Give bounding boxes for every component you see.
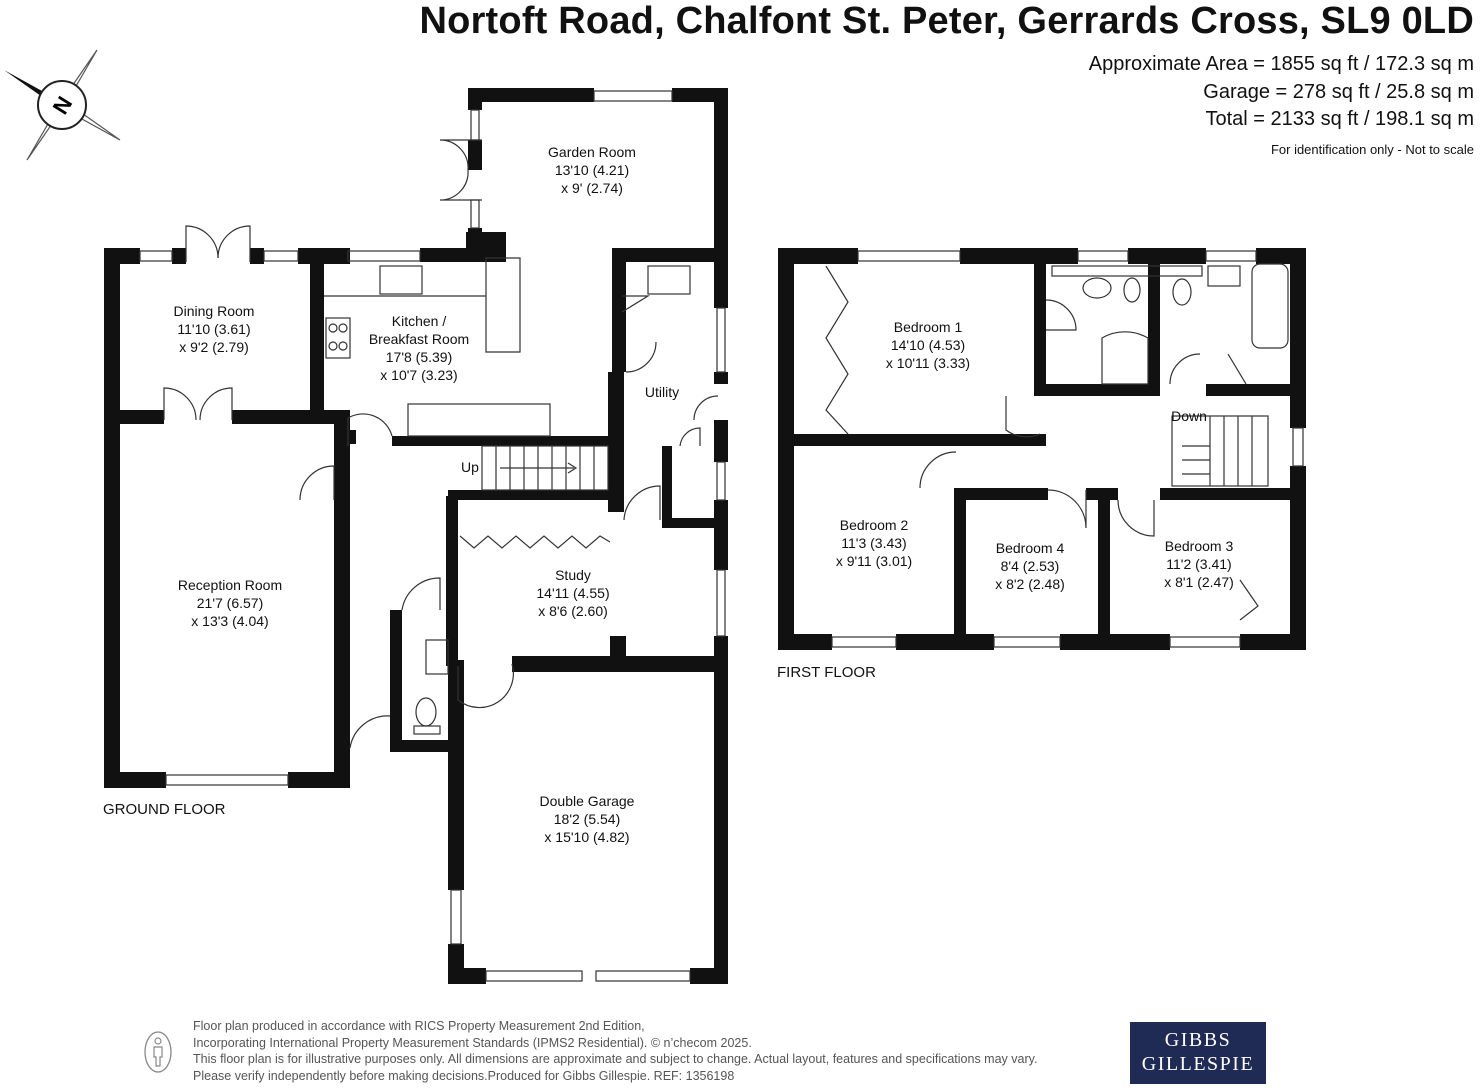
disclaimer-line-4: Please verify independently before makin…: [193, 1068, 735, 1083]
bedroom-4-dim1: 8'4 (2.53): [1001, 558, 1060, 574]
disclaimer-text: Floor plan produced in accordance with R…: [193, 1018, 1037, 1084]
disclaimer-line-2: Incorporating International Property Mea…: [193, 1035, 752, 1050]
disclaimer-line-3: This floor plan is for illustrative purp…: [193, 1052, 1038, 1066]
agent-logo: GIBBS GILLESPIE: [1130, 1022, 1266, 1084]
dining-room-dim2: x 9'2 (2.79): [179, 339, 249, 355]
bedroom-2-dim1: 11'3 (3.43): [841, 535, 906, 551]
person-info-icon: [144, 1031, 172, 1073]
dining-room-dim1: 11'10 (3.61): [177, 321, 250, 337]
bedroom-3-name: Bedroom 3: [1165, 538, 1234, 554]
bedroom-1-dim2: x 10'11 (3.33): [886, 355, 970, 371]
agent-logo-line-2: GILLESPIE: [1141, 1053, 1255, 1075]
garage-area-text: Garage = 278 sq ft / 25.8 sq m: [1203, 81, 1474, 103]
garden-room-name: Garden Room: [548, 144, 636, 160]
stairs-down-label: Down: [1171, 408, 1207, 424]
bedroom-3-dim1: 11'2 (3.41): [1166, 556, 1231, 572]
bedroom-2-label: Bedroom 2 11'3 (3.43) x 9'11 (3.01): [836, 517, 912, 569]
reception-room-name: Reception Room: [178, 577, 282, 593]
ground-floor-label: GROUND FLOOR: [103, 801, 226, 818]
property-address-title: Nortoft Road, Chalfont St. Peter, Gerrar…: [419, 0, 1474, 42]
kitchen-label: Kitchen / Breakfast Room 17'8 (5.39) x 1…: [369, 313, 469, 383]
ground-floor-walls: [104, 88, 728, 984]
ground-floor-details: [139, 90, 726, 982]
garden-room-dim1: 13'10 (4.21): [555, 162, 629, 178]
double-garage-dim1: 18'2 (5.54): [554, 811, 621, 827]
first-floor-label: FIRST FLOOR: [777, 664, 876, 681]
kitchen-name-2: Breakfast Room: [369, 331, 469, 347]
kitchen-dim2: x 10'7 (3.23): [380, 367, 457, 383]
dining-room-name: Dining Room: [174, 303, 255, 319]
stairs-up-label: Up: [461, 459, 479, 475]
utility-label: Utility: [645, 384, 679, 400]
bedroom-4-dim2: x 8'2 (2.48): [995, 576, 1065, 592]
garden-room-label: Garden Room 13'10 (4.21) x 9' (2.74): [548, 144, 636, 196]
disclaimer-line-1: Floor plan produced in accordance with R…: [193, 1019, 645, 1033]
total-area-text: Total = 2133 sq ft / 198.1 sq m: [1205, 108, 1475, 130]
bedroom-2-dim2: x 9'11 (3.01): [836, 553, 912, 569]
kitchen-name: Kitchen /: [392, 313, 447, 329]
double-garage-name: Double Garage: [540, 793, 635, 809]
reception-room-label: Reception Room 21'7 (6.57) x 13'3 (4.04): [178, 577, 282, 629]
study-label: Study 14'11 (4.55) x 8'6 (2.60): [536, 567, 609, 619]
reception-room-dim2: x 13'3 (4.04): [191, 613, 268, 629]
north-compass-icon: N: [4, 49, 121, 161]
approximate-area-text: Approximate Area = 1855 sq ft / 172.3 sq…: [1088, 53, 1474, 75]
bedroom-4-name: Bedroom 4: [996, 540, 1065, 556]
kitchen-dim1: 17'8 (5.39): [386, 349, 453, 365]
bedroom-1-dim1: 14'10 (4.53): [891, 337, 965, 353]
garden-room-dim2: x 9' (2.74): [561, 180, 623, 196]
study-name: Study: [555, 567, 591, 583]
bedroom-4-label: Bedroom 4 8'4 (2.53) x 8'2 (2.48): [995, 540, 1065, 592]
first-floor-details: [825, 250, 1304, 648]
double-garage-label: Double Garage 18'2 (5.54) x 15'10 (4.82): [540, 793, 635, 845]
identification-note: For identification only - Not to scale: [1270, 142, 1474, 157]
bedroom-1-label: Bedroom 1 14'10 (4.53) x 10'11 (3.33): [886, 319, 970, 371]
double-garage-dim2: x 15'10 (4.82): [544, 829, 629, 845]
study-dim1: 14'11 (4.55): [536, 585, 609, 601]
bedroom-3-dim2: x 8'1 (2.47): [1164, 574, 1234, 590]
agent-logo-line-1: GIBBS: [1164, 1029, 1232, 1051]
reception-room-dim1: 21'7 (6.57): [197, 595, 264, 611]
bedroom-1-name: Bedroom 1: [894, 319, 963, 335]
bedroom-2-name: Bedroom 2: [840, 517, 909, 533]
bedroom-3-label: Bedroom 3 11'2 (3.41) x 8'1 (2.47): [1164, 538, 1234, 590]
dining-room-label: Dining Room 11'10 (3.61) x 9'2 (2.79): [174, 303, 255, 355]
first-floor-walls: [778, 248, 1306, 650]
study-dim2: x 8'6 (2.60): [538, 603, 608, 619]
